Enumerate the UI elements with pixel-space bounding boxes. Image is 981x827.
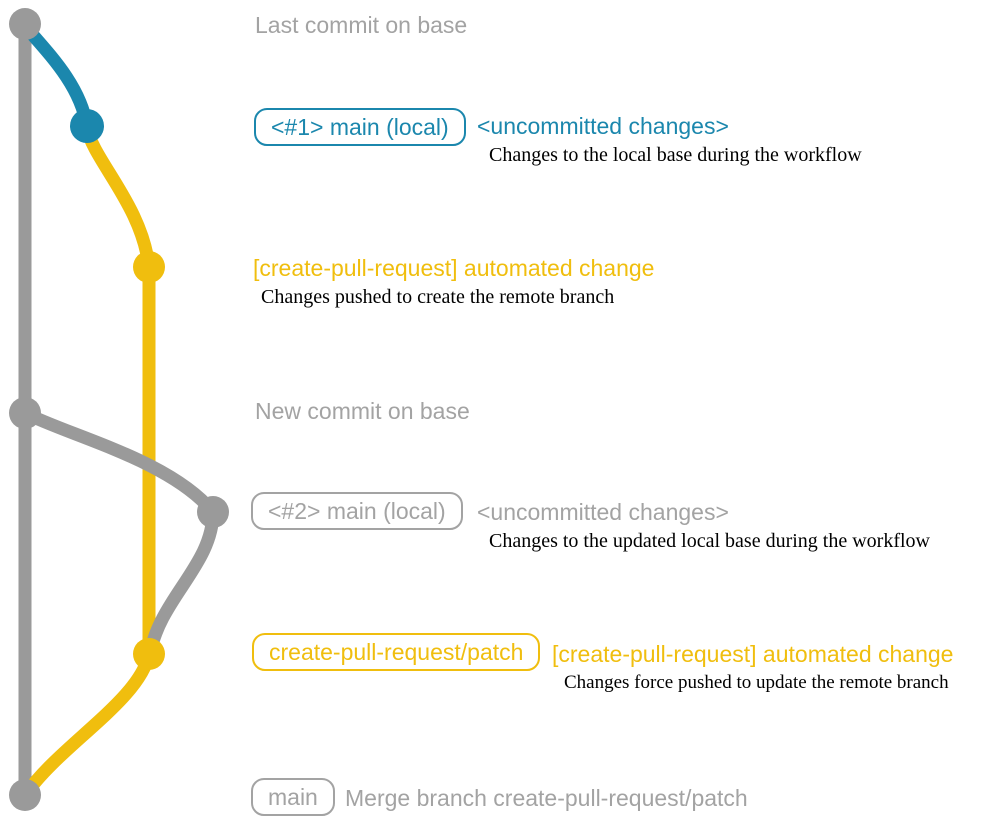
branch-badge-patch: create-pull-request/patch <box>252 633 541 671</box>
branch-badge-main-local-1: <#1> main (local) <box>254 108 466 146</box>
branch-badge-main: main <box>251 778 335 816</box>
automated-change-1-node <box>133 251 165 283</box>
new-commit-label: New commit on base <box>255 398 470 424</box>
automated-change-2-node <box>133 638 165 670</box>
automated-change-1-label: [create-pull-request] automated change <box>253 255 655 281</box>
last-commit-label: Last commit on base <box>255 12 468 38</box>
patch-branch-out-curve <box>80 121 156 274</box>
local-change-2-curve-b <box>143 505 220 661</box>
new-commit-node <box>9 397 41 429</box>
uncommitted-changes-2-label: <uncommitted changes> <box>477 499 729 525</box>
local-change-2-curve-a <box>18 406 220 519</box>
patch-merge-curve <box>19 647 156 801</box>
uncommitted-2-node <box>197 496 229 528</box>
local-change-1-curve <box>18 19 94 133</box>
uncommitted-changes-1-label: <uncommitted changes> <box>477 113 729 139</box>
uncommitted-changes-1-caption: Changes to the local base during the wor… <box>489 144 862 166</box>
uncommitted-1-node <box>70 109 104 143</box>
last-commit-node <box>9 8 41 40</box>
automated-change-2-label: [create-pull-request] automated change <box>552 641 954 667</box>
merge-commit-label: Merge branch create-pull-request/patch <box>345 785 748 811</box>
uncommitted-changes-2-caption: Changes to the updated local base during… <box>489 530 930 552</box>
automated-change-2-caption: Changes force pushed to update the remot… <box>564 672 949 693</box>
merge-commit-node <box>9 779 41 811</box>
automated-change-1-caption: Changes pushed to create the remote bran… <box>261 286 615 308</box>
branch-badge-main-local-2: <#2> main (local) <box>251 492 463 530</box>
